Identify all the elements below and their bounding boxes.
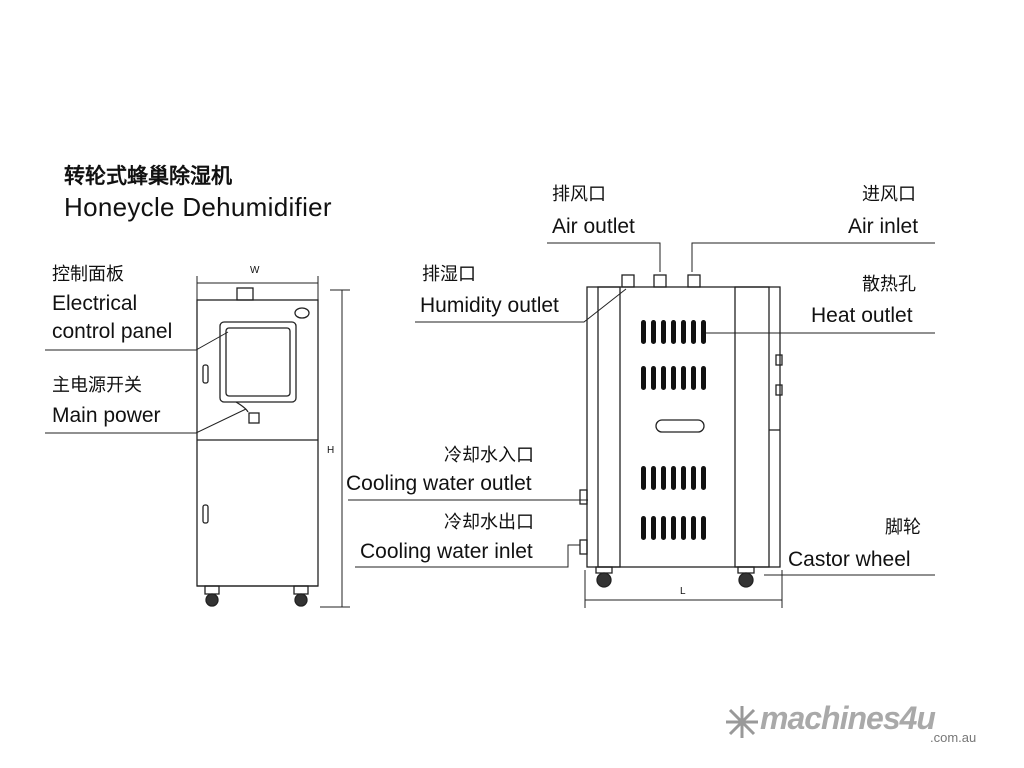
vent-slot <box>691 320 696 344</box>
dimension-height-label: H <box>327 445 335 456</box>
label-castor-wheel-zh: 脚轮 <box>885 517 921 538</box>
vent-slot <box>681 466 686 490</box>
dimension-length-label: L <box>680 586 686 597</box>
vent-slot <box>691 466 696 490</box>
vent-slot <box>681 516 686 540</box>
vent-slot <box>661 320 666 344</box>
vent-slot <box>641 320 646 344</box>
vent-slot <box>701 466 706 490</box>
vent-slot <box>651 466 656 490</box>
vent-slot <box>701 320 706 344</box>
vent-slot <box>691 366 696 390</box>
label-heat-outlet-zh: 散热孔 <box>862 274 916 295</box>
castor-wheel-front-left <box>204 585 220 607</box>
heat-outlet-vents <box>641 320 706 540</box>
label-control-panel-en2: control panel <box>52 320 173 343</box>
vent-slot <box>661 466 666 490</box>
title-chinese: 转轮式蜂巢除湿机 <box>64 164 232 188</box>
leader-lines <box>45 242 935 576</box>
watermark-domain: .com.au <box>930 730 977 745</box>
vent-slot <box>701 516 706 540</box>
label-control-panel-en: Electrical <box>52 292 138 315</box>
front-view-unit <box>196 287 319 607</box>
vent-slot <box>681 366 686 390</box>
dimension-width-label: W <box>250 265 260 276</box>
label-humidity-outlet-zh: 排湿口 <box>422 264 476 285</box>
label-cooling-water-inlet-en: Cooling water inlet <box>360 540 533 563</box>
castor-wheel-side-left <box>595 566 613 588</box>
vent-slot <box>661 516 666 540</box>
watermark-brand: machines4u <box>760 700 936 736</box>
vent-slot <box>691 516 696 540</box>
dimension-lines-front <box>196 276 350 608</box>
title-english: Honeycle Dehumidifier <box>64 192 332 222</box>
vent-slot <box>681 320 686 344</box>
vent-slot <box>701 366 706 390</box>
label-control-panel-zh: 控制面板 <box>52 264 124 285</box>
vent-slot <box>641 366 646 390</box>
label-air-outlet-zh: 排风口 <box>552 184 606 205</box>
vent-slot <box>671 516 676 540</box>
label-cooling-water-outlet-zh: 冷却水入口 <box>444 445 534 466</box>
label-air-inlet-zh: 进风口 <box>862 184 916 205</box>
label-cooling-water-outlet-en: Cooling water outlet <box>346 472 532 495</box>
vent-slot <box>671 320 676 344</box>
vent-slot <box>651 320 656 344</box>
vent-slot <box>641 466 646 490</box>
dimension-lines-side <box>584 570 783 608</box>
label-main-power-zh: 主电源开关 <box>52 375 142 396</box>
label-air-inlet-en: Air inlet <box>848 215 919 238</box>
vent-slot <box>641 516 646 540</box>
label-main-power-en: Main power <box>52 404 161 427</box>
label-humidity-outlet-en: Humidity outlet <box>420 294 559 317</box>
label-heat-outlet-en: Heat outlet <box>811 304 913 327</box>
castor-wheel-front-right <box>293 585 309 607</box>
label-air-outlet-en: Air outlet <box>552 215 635 238</box>
label-castor-wheel-en: Castor wheel <box>788 548 911 571</box>
vent-slot <box>671 366 676 390</box>
side-view-unit <box>579 274 783 588</box>
castor-wheel-side-right <box>737 566 755 588</box>
vent-slot <box>651 516 656 540</box>
label-cooling-water-inlet-zh: 冷却水出口 <box>444 512 534 533</box>
vent-slot <box>651 366 656 390</box>
vent-slot <box>661 366 666 390</box>
vent-slot <box>671 466 676 490</box>
snowflake-logo-icon <box>726 706 758 738</box>
